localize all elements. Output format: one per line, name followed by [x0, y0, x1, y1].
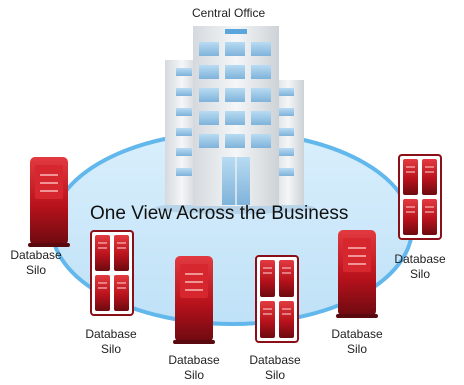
database-rack-icon	[398, 154, 442, 240]
silo-label-3: Database Silo	[168, 353, 220, 382]
center-title: One View Across the Business	[90, 203, 349, 224]
silo-label-5: Database Silo	[331, 327, 383, 356]
silo-label-6: Database Silo	[394, 252, 446, 281]
database-server-icon	[173, 256, 215, 344]
database-rack-icon	[90, 230, 134, 316]
database-server-icon	[336, 230, 378, 318]
central-office-label: Central Office	[192, 6, 266, 20]
database-rack-icon	[255, 255, 299, 343]
database-server-icon	[28, 157, 70, 247]
central-office-building-icon	[155, 26, 315, 214]
silo-label-1: Database Silo	[10, 248, 62, 277]
silo-label-2: Database Silo	[85, 327, 137, 356]
silo-label-4: Database Silo	[249, 353, 301, 382]
